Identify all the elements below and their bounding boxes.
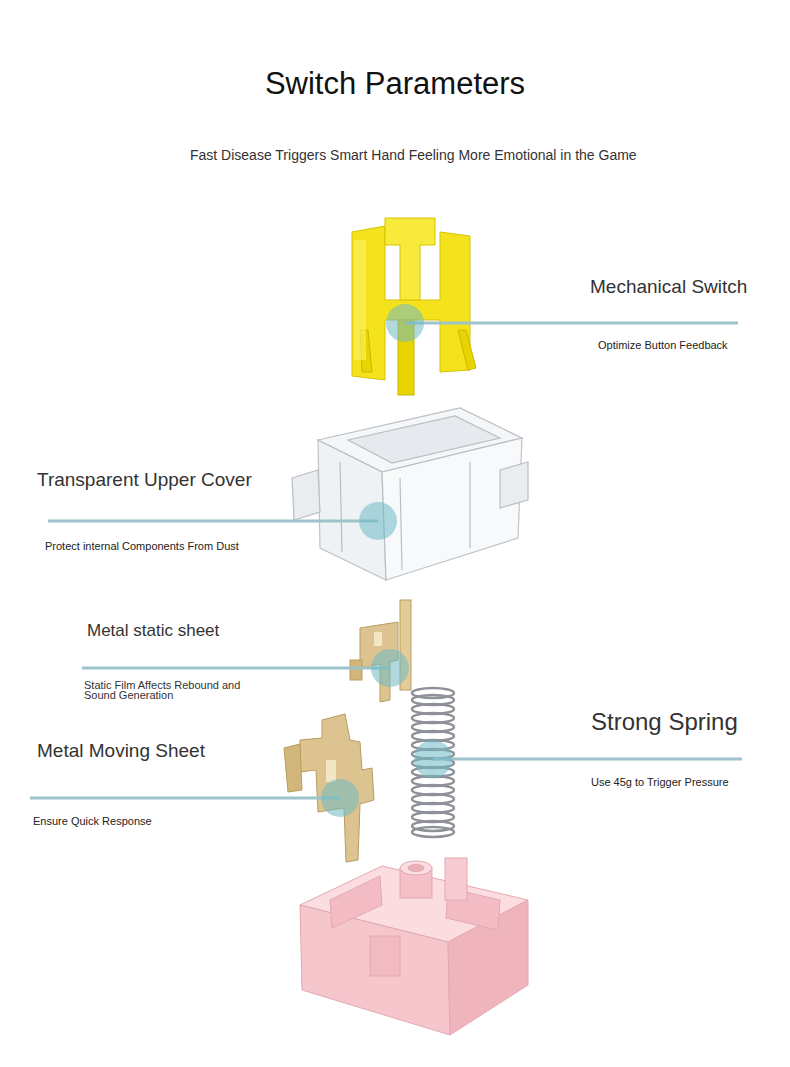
part-note: Use 45g to Trigger Pressure <box>591 775 781 789</box>
cover-edge <box>400 478 402 570</box>
part-name: Metal Moving Sheet <box>37 740 277 762</box>
leaders <box>30 304 742 817</box>
bottom-housing <box>300 858 528 1035</box>
part-name: Transparent Upper Cover <box>37 469 297 491</box>
upper-cover <box>292 408 528 580</box>
callout-dot <box>321 779 359 817</box>
spring-part <box>412 688 454 837</box>
cover-edge <box>340 462 342 552</box>
static-tab <box>350 660 362 680</box>
stem-part <box>352 218 476 395</box>
part-note: Ensure Quick Response <box>33 814 233 828</box>
cover-clip <box>292 470 320 520</box>
cover-edge <box>469 462 470 548</box>
center-post-top <box>400 861 432 875</box>
leader-line <box>405 322 738 325</box>
callout-dot <box>414 740 452 778</box>
part-name: Mechanical Switch <box>590 276 780 298</box>
part-note: Optimize Button Feedback <box>598 338 778 352</box>
moving-tab <box>284 744 302 792</box>
cover-clip <box>500 462 528 508</box>
housing-front <box>300 905 450 1035</box>
housing-wall <box>330 876 382 928</box>
callout-dot <box>386 304 424 342</box>
cover-front-right <box>382 438 522 580</box>
leader-line <box>30 797 340 800</box>
static-hole <box>374 632 382 646</box>
stem-highlight <box>354 240 366 360</box>
center-post-hole <box>408 865 424 872</box>
leader-line <box>433 758 742 761</box>
part-name: Strong Spring <box>591 708 781 736</box>
housing-clip <box>370 936 400 976</box>
diagram-title: Switch Parameters <box>0 66 790 102</box>
part-note: Static Film Affects Rebound and Sound Ge… <box>84 680 269 700</box>
part-name: Metal static sheet <box>87 621 287 641</box>
moving-sheet <box>284 714 374 862</box>
spring-coil <box>412 827 454 837</box>
subtitle-text: Fast Disease Triggers Smart Hand Feeling… <box>190 146 710 164</box>
housing-post <box>445 858 467 900</box>
leader-line <box>82 667 390 670</box>
static-sheet <box>350 600 411 702</box>
callout-dot <box>359 502 397 540</box>
leader-line <box>48 520 378 523</box>
callout-dot <box>371 649 409 687</box>
moving-leaf <box>300 714 374 862</box>
moving-hole <box>326 760 336 782</box>
stem-cross <box>385 218 435 300</box>
stem-tab <box>458 330 476 370</box>
part-note: Protect internal Components From Dust <box>45 536 245 557</box>
